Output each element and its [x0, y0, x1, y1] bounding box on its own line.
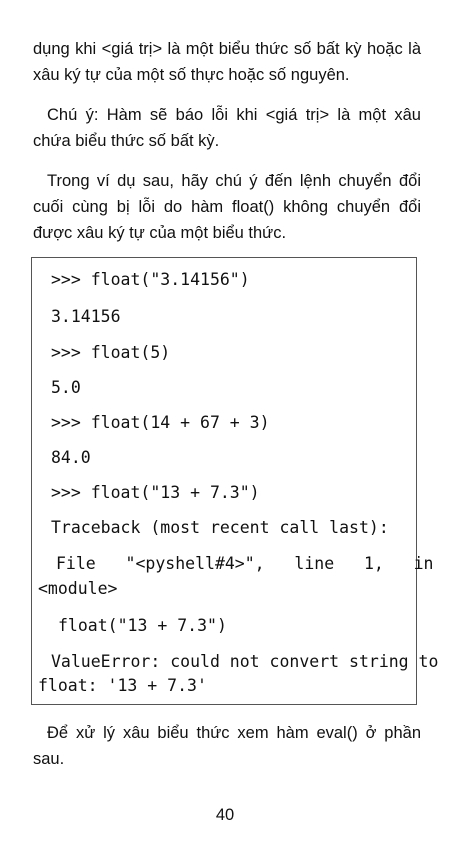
code-output: 3.14156: [51, 307, 121, 326]
page-number: 40: [215, 806, 235, 824]
code-line: >>> float("13 + 7.3"): [51, 483, 260, 502]
eval-reference-text: Để xử lý xâu biểu thức xem hàm eval() ở …: [33, 724, 421, 768]
error-message-continued: float: '13 + 7.3': [38, 676, 207, 695]
code-line: >>> float("3.14156"): [51, 270, 250, 289]
paragraph-note: Chú ý: Hàm sẽ báo lỗi khi <giá trị> là m…: [33, 102, 421, 154]
traceback-module: <module>: [38, 579, 118, 598]
traceback-header: Traceback (most recent call last):: [51, 518, 389, 537]
note-text: Chú ý: Hàm sẽ báo lỗi khi <giá trị> là m…: [33, 106, 421, 150]
error-message: ValueError: could not convert string to: [51, 652, 439, 671]
code-line: >>> float(14 + 67 + 3): [51, 413, 270, 432]
code-line: >>> float(5): [51, 343, 171, 362]
traceback-file-line: File "<pyshell#4>", line 1, in: [56, 554, 434, 573]
code-output: 5.0: [51, 378, 81, 397]
code-output: 84.0: [51, 448, 91, 467]
example-intro-text: Trong ví dụ sau, hãy chú ý đến lệnh chuy…: [33, 172, 421, 242]
code-example-box: >>> float("3.14156") 3.14156 >>> float(5…: [31, 257, 438, 705]
traceback-source: float("13 + 7.3"): [58, 616, 227, 635]
paragraph-example-intro: Trong ví dụ sau, hãy chú ý đến lệnh chuy…: [33, 168, 421, 246]
paragraph-eval-reference: Để xử lý xâu biểu thức xem hàm eval() ở …: [33, 720, 421, 772]
paragraph-continuation: dụng khi <giá trị> là một biểu thức số b…: [33, 40, 421, 84]
